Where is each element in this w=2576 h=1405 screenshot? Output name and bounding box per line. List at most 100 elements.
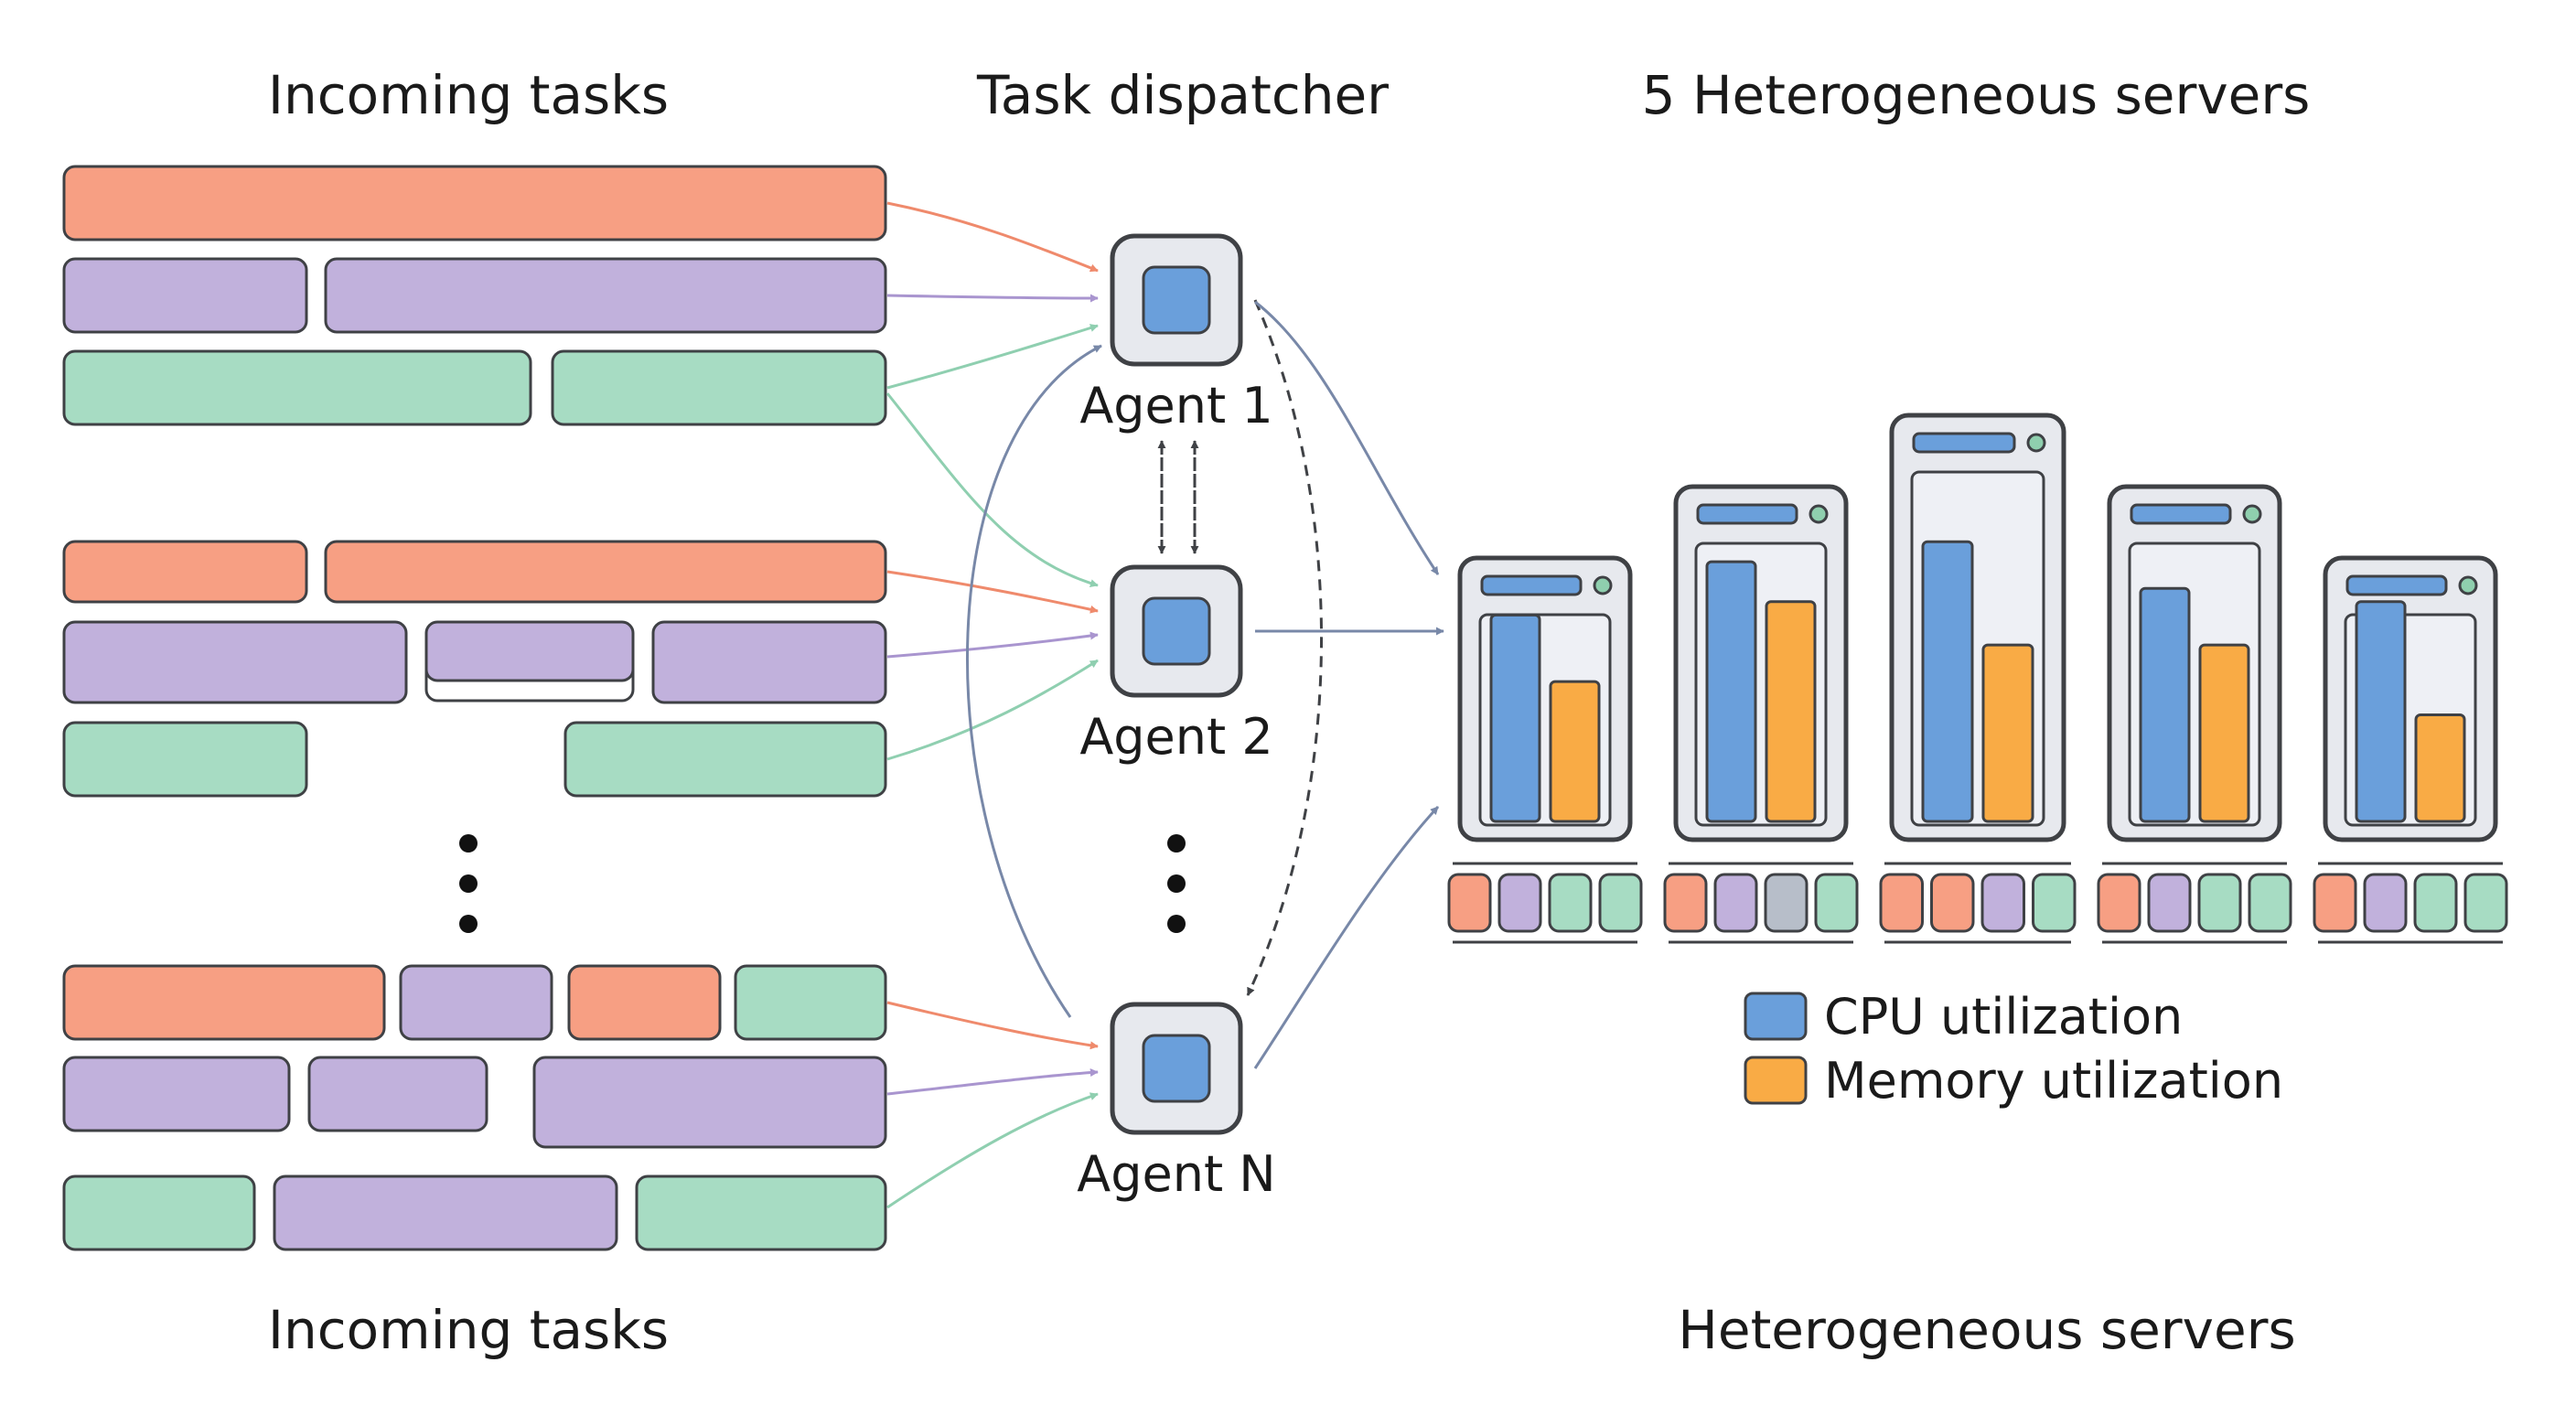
agent-n: Agent N: [1077, 1002, 1276, 1203]
agent-1: Agent 1: [1079, 233, 1273, 434]
server-slot-salmon: [1663, 873, 1708, 933]
agent-1-label: Agent 1: [1079, 377, 1272, 434]
task-bar: [734, 964, 887, 1041]
arrow: [886, 324, 1099, 390]
task-bar: [424, 620, 635, 682]
server-slot-purple: [2363, 873, 2408, 933]
heading-heterogeneous-servers-top: 5 Heterogeneous servers: [1642, 64, 2311, 126]
task-bar: [324, 540, 887, 604]
server-slot-green: [1548, 873, 1593, 933]
server-panel-bar: [2345, 574, 2448, 596]
server-status-light: [1593, 575, 1613, 595]
task-bar: [532, 1056, 887, 1149]
task-bar: [62, 257, 308, 334]
server-panel-bar: [1912, 432, 2016, 454]
agent-n-label: Agent N: [1077, 1145, 1275, 1203]
agent-core: [1142, 1034, 1211, 1103]
legend-swatch-memory: [1744, 1056, 1808, 1105]
server-panel-bar: [1480, 574, 1583, 596]
task-bar: [62, 1056, 291, 1132]
agent-core: [1142, 596, 1211, 666]
agent-2: Agent 2: [1079, 564, 1273, 766]
task-bar: [551, 349, 887, 426]
server-status-light: [2242, 504, 2262, 524]
heading-heterogeneous-servers-bottom: Heterogeneous servers: [1678, 1299, 2295, 1361]
server-slot-salmon: [1447, 873, 1492, 933]
arrow: [1254, 300, 1440, 575]
task-bar: [62, 721, 308, 798]
task-bar: [564, 721, 887, 798]
arrow: [886, 1068, 1099, 1096]
server-slot-green: [2032, 873, 2077, 933]
arrow: [965, 344, 1102, 1018]
ellipsis-tasks: [459, 834, 478, 933]
arrow: [886, 631, 1099, 659]
server-5-memory-bar: [2414, 713, 2466, 823]
task-bar: [62, 1174, 256, 1251]
server-slot-purple: [1980, 873, 2025, 933]
task-bar: [399, 964, 553, 1041]
agent-coordination-arrows: [965, 299, 1324, 1018]
server-2-cpu-bar: [1705, 560, 1757, 823]
server-3-cpu-bar: [1921, 540, 1974, 823]
task-to-agent-arrows: [886, 201, 1099, 1209]
arrow: [886, 659, 1099, 761]
server-slot-purple: [1713, 873, 1758, 933]
task-bar: [635, 1174, 887, 1251]
server-5-cpu-bar: [2355, 600, 2407, 823]
task-bar: [62, 165, 887, 241]
legend-label-memory: Memory utilization: [1824, 1052, 2283, 1110]
server-slot-green: [2463, 873, 2508, 933]
server-2-memory-bar: [1765, 600, 1817, 823]
server-slot-green: [2197, 873, 2242, 933]
server-slot-green: [1814, 873, 1859, 933]
server-slot-green: [2248, 873, 2292, 933]
task-bar: [273, 1174, 618, 1251]
server-panel-bar: [2130, 503, 2232, 525]
arrow: [886, 570, 1099, 614]
server-slot-salmon: [1879, 873, 1924, 933]
task-bar: [324, 257, 887, 334]
ellipsis-agents: [1167, 834, 1186, 933]
task-queues: [62, 165, 887, 1251]
arrow: [886, 1001, 1099, 1050]
task-bar: [62, 540, 308, 604]
server-status-light: [2026, 433, 2046, 453]
arrow: [886, 201, 1099, 273]
task-bar: [62, 964, 386, 1041]
task-bar: [62, 349, 532, 426]
agent-core: [1142, 265, 1211, 335]
heading-incoming-tasks-top: Incoming tasks: [268, 64, 669, 126]
server-4-cpu-bar: [2139, 586, 2191, 823]
arrow: [1253, 805, 1440, 1069]
task-bar: [651, 620, 887, 704]
server-slot-salmon: [2097, 873, 2141, 933]
arrow: [886, 1092, 1099, 1209]
arrow: [1246, 299, 1324, 996]
agent-to-server-arrows: [1253, 300, 1444, 1069]
server-panel-bar: [1696, 503, 1798, 525]
server-slot-gray: [1764, 873, 1809, 933]
task-bar: [307, 1056, 488, 1132]
server-slot-purple: [1497, 873, 1542, 933]
server-status-light: [2458, 575, 2478, 595]
task-bar: [567, 964, 722, 1041]
server-4-memory-bar: [2198, 643, 2250, 823]
server-slot-green: [2413, 873, 2458, 933]
server-slot-purple: [2147, 873, 2192, 933]
heading-task-dispatcher: Task dispatcher: [976, 64, 1389, 126]
server-slot-salmon: [2313, 873, 2357, 933]
arrow: [886, 294, 1099, 303]
server-1-memory-bar: [1549, 680, 1601, 823]
heading-incoming-tasks-bottom: Incoming tasks: [268, 1299, 669, 1361]
server-3-memory-bar: [1981, 643, 2034, 823]
server-1-cpu-bar: [1489, 613, 1541, 823]
server-rack: [1447, 413, 2508, 944]
legend-swatch-cpu: [1744, 992, 1808, 1041]
server-slot-salmon: [1930, 873, 1975, 933]
task-bar: [62, 620, 408, 704]
server-slot-green: [1598, 873, 1643, 933]
legend: CPU utilization Memory utilization: [1744, 988, 2283, 1110]
server-status-light: [1809, 504, 1829, 524]
